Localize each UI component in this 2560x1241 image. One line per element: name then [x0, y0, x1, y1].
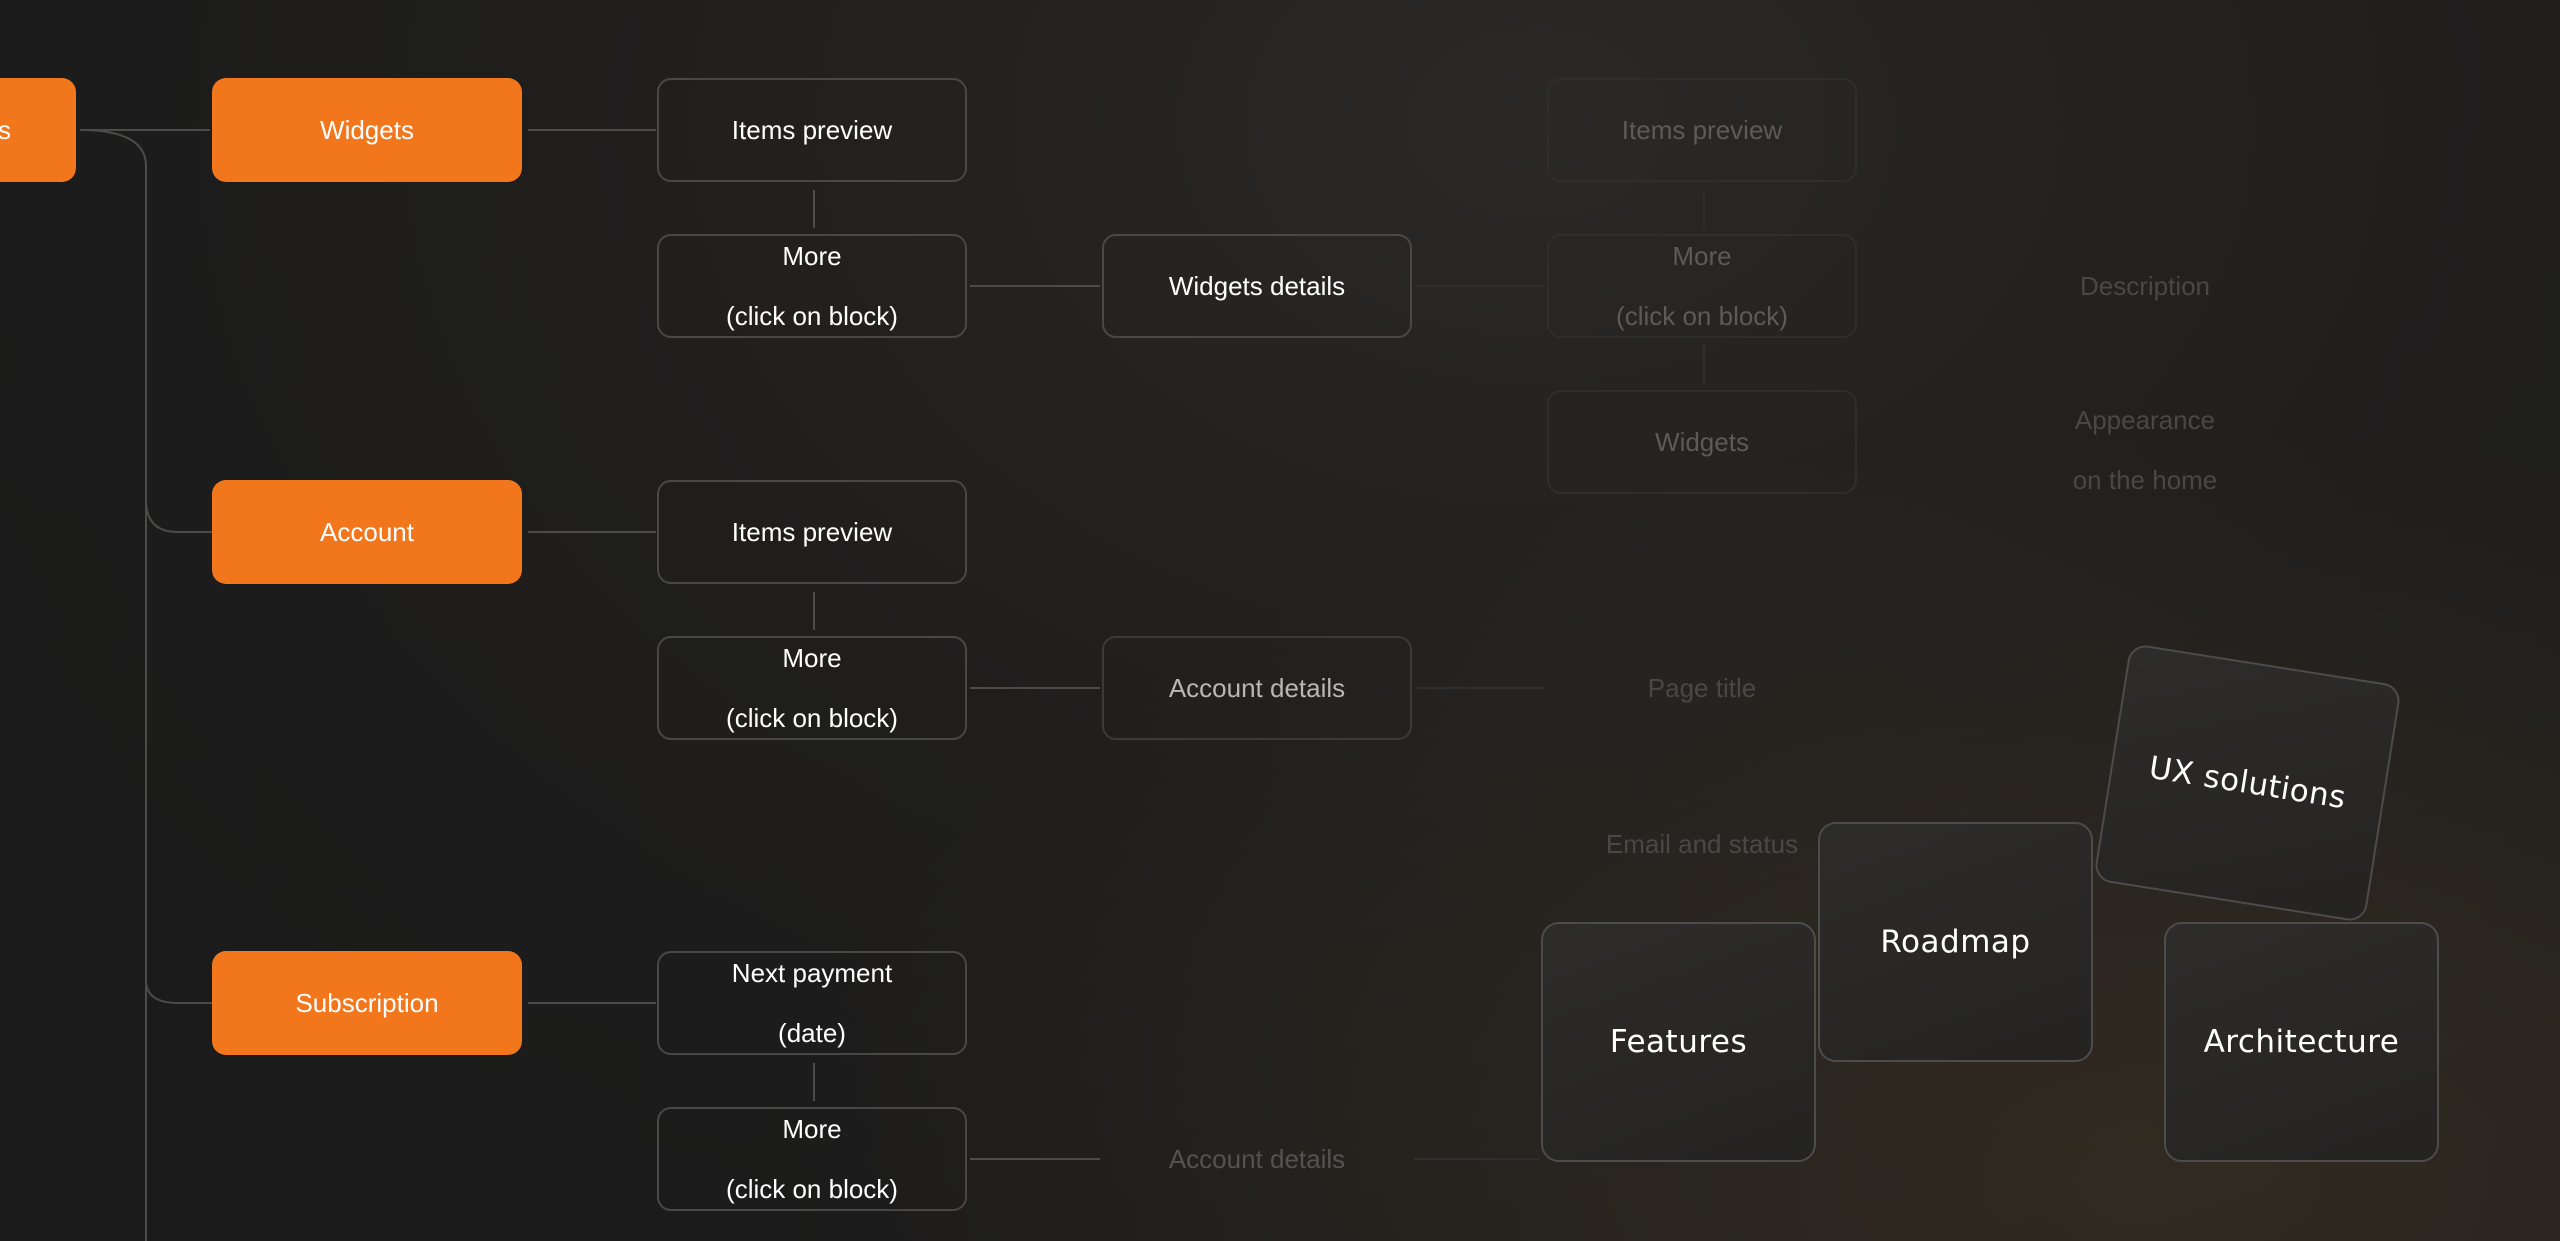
section-subscription-label: Subscription: [295, 987, 439, 1018]
account-more-block[interactable]: More (click on block): [657, 636, 967, 740]
account-details-label: Account details: [1168, 672, 1346, 703]
roadmap-card-label: Roadmap: [1880, 924, 2031, 960]
faded-more-block[interactable]: More (click on block): [1547, 234, 1857, 338]
subscription-account-details-label: Account details: [1168, 1143, 1346, 1174]
connector-trunk: [79, 129, 147, 1241]
connector-trunk-to-subscription: [145, 979, 212, 1004]
ux-solutions-card-label: UX solutions: [2146, 749, 2349, 817]
widgets-details[interactable]: Widgets details: [1102, 234, 1412, 338]
roadmap-card[interactable]: Roadmap: [1818, 822, 2093, 1062]
widgets-description: Description: [1990, 254, 2300, 318]
section-account-label: Account: [320, 516, 414, 547]
widgets-details-label: Widgets details: [1168, 270, 1346, 301]
subscription-account-details: Account details: [1102, 1127, 1412, 1191]
features-card-label: Features: [1609, 1024, 1748, 1060]
account-page-title: Page title: [1547, 656, 1857, 720]
widgets-more-line2: (click on block): [726, 301, 898, 331]
widgets-appearance-line1: Appearance: [2074, 405, 2216, 435]
faded-more-line2: (click on block): [1616, 301, 1788, 331]
root-node-label: s: [0, 114, 11, 145]
next-payment-line2: (date): [778, 1018, 846, 1048]
subscription-more-line1: More: [782, 1114, 842, 1144]
faded-widgets[interactable]: Widgets: [1547, 390, 1857, 494]
account-details[interactable]: Account details: [1102, 636, 1412, 740]
subscription-more-line2: (click on block): [726, 1174, 898, 1204]
account-email-status-label: Email and status: [1605, 828, 1799, 859]
section-widgets-label: Widgets: [320, 114, 414, 145]
widgets-appearance: Appearance on the home: [1990, 390, 2300, 510]
next-payment-line1: Next payment: [731, 958, 893, 988]
features-card[interactable]: Features: [1541, 922, 1816, 1162]
section-widgets[interactable]: Widgets: [212, 78, 522, 182]
widgets-more-block[interactable]: More (click on block): [657, 234, 967, 338]
account-items-preview[interactable]: Items preview: [657, 480, 967, 584]
widgets-appearance-line2: on the home: [2072, 465, 2218, 495]
widgets-items-preview[interactable]: Items preview: [657, 78, 967, 182]
root-node[interactable]: s: [0, 78, 76, 182]
faded-more-line1: More: [1672, 241, 1732, 271]
account-more-line1: More: [782, 643, 842, 673]
section-subscription[interactable]: Subscription: [212, 951, 522, 1055]
faded-widgets-label: Widgets: [1655, 426, 1749, 457]
widgets-description-label: Description: [2079, 270, 2211, 301]
widgets-items-preview-label: Items preview: [731, 114, 893, 145]
architecture-card[interactable]: Architecture: [2164, 922, 2439, 1162]
faded-items-preview-label: Items preview: [1621, 114, 1783, 145]
subscription-next-payment[interactable]: Next payment (date): [657, 951, 967, 1055]
subscription-more-block[interactable]: More (click on block): [657, 1107, 967, 1211]
faded-items-preview[interactable]: Items preview: [1547, 78, 1857, 182]
account-page-title-label: Page title: [1647, 672, 1757, 703]
widgets-more-line1: More: [782, 241, 842, 271]
account-email-status: Email and status: [1547, 812, 1857, 876]
connector-trunk-to-account: [145, 499, 212, 533]
section-account[interactable]: Account: [212, 480, 522, 584]
ux-solutions-card[interactable]: UX solutions: [2092, 642, 2403, 924]
account-items-preview-label: Items preview: [731, 516, 893, 547]
architecture-card-label: Architecture: [2203, 1024, 2400, 1060]
account-more-line2: (click on block): [726, 703, 898, 733]
